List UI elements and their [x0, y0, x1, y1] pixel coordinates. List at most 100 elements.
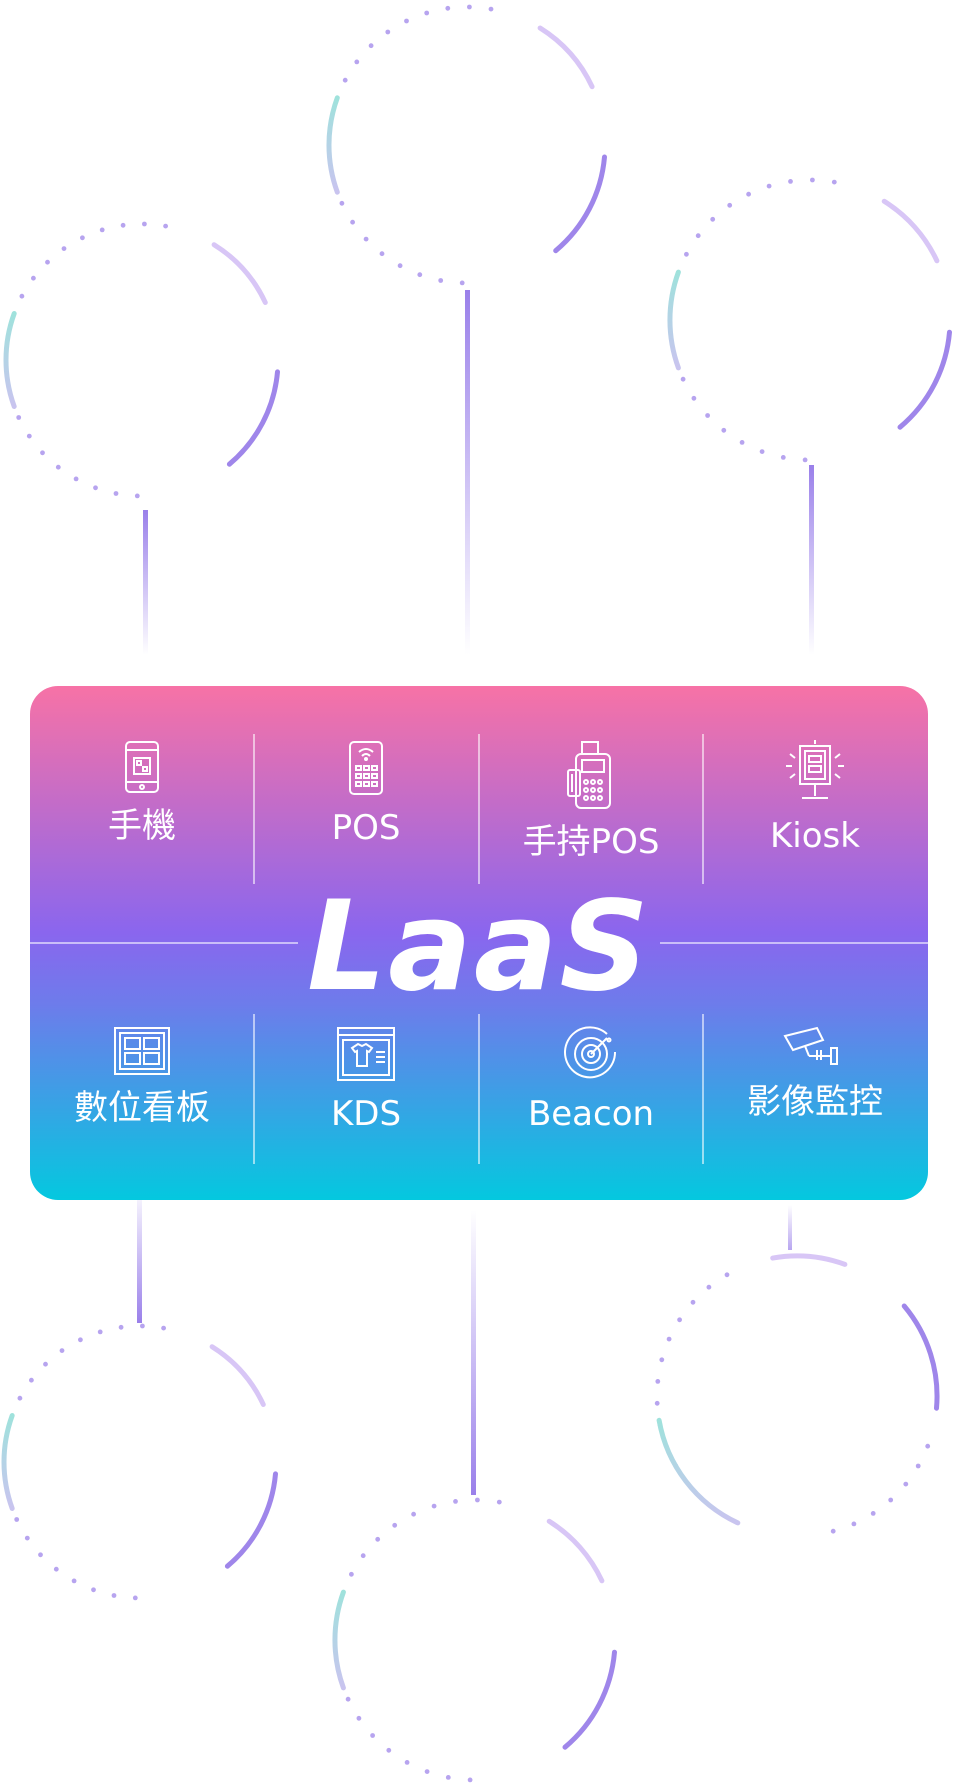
ring-dot — [14, 1517, 20, 1522]
ring-dot — [445, 1775, 451, 1780]
ring-dot — [654, 1400, 660, 1406]
ring-dot — [120, 222, 126, 228]
ring-arc — [3, 311, 17, 409]
ring-dot — [925, 1443, 931, 1449]
device-label: 手持POS — [522, 822, 660, 862]
ring-arc — [562, 1649, 617, 1750]
ring-dot — [691, 395, 697, 401]
ring-dot — [113, 491, 119, 496]
ring-dot — [375, 1536, 381, 1542]
ring-arc — [211, 242, 268, 305]
ring-dot — [810, 177, 815, 183]
ring-dot — [404, 18, 409, 24]
ring-dot — [424, 1769, 430, 1774]
device-digital-signage: 數位看板 — [30, 1026, 254, 1128]
ring-arc — [897, 329, 952, 430]
ring-dot — [397, 263, 403, 269]
ring-dot — [888, 1497, 894, 1503]
connector-lines — [137, 290, 814, 1495]
ring-dot — [655, 1379, 661, 1384]
ring-dot — [360, 1553, 366, 1559]
ring-dot — [475, 1497, 480, 1503]
ring-arc — [332, 1589, 346, 1691]
ring-dot — [349, 1571, 354, 1577]
beacon-radar-icon — [564, 1026, 617, 1079]
ring-dot — [851, 1521, 857, 1527]
ring-dot — [97, 1329, 103, 1335]
connector-line — [143, 510, 148, 655]
ring-dot — [59, 1348, 65, 1353]
ring-arc — [901, 1303, 940, 1411]
ring-dot — [746, 191, 751, 197]
ring-dot — [424, 10, 430, 16]
ring-dot — [363, 236, 369, 242]
ring-dot — [727, 202, 733, 208]
ring-dot — [93, 485, 98, 491]
device-beacon: Beacon — [479, 1026, 703, 1134]
ring-dot — [788, 179, 793, 184]
ring-dot — [24, 1535, 30, 1541]
ring-group — [1, 4, 952, 1783]
ring-dot — [710, 216, 716, 222]
ring-dot — [759, 449, 765, 454]
ring-arc — [881, 198, 940, 264]
ring-dot — [915, 1463, 921, 1469]
ring-dot — [780, 455, 786, 460]
ring-dot — [356, 1715, 362, 1721]
ring-dot — [339, 200, 345, 206]
ring-dot — [118, 1324, 124, 1330]
ring-dot — [385, 29, 391, 35]
digital-signage-icon — [114, 1027, 170, 1075]
pos-terminal-icon — [349, 741, 383, 795]
smartphone-qr-icon — [125, 741, 159, 793]
ring-dot — [666, 1336, 672, 1342]
ring-dot — [705, 413, 710, 418]
panel-background — [30, 686, 928, 1200]
ring-dot — [706, 1284, 712, 1290]
ring-dot — [467, 4, 472, 10]
connector-line — [465, 290, 470, 655]
ring-dot — [61, 246, 67, 252]
device-pos: POS — [254, 740, 478, 848]
device-phone: 手機 — [30, 740, 254, 846]
ring-dot — [26, 433, 32, 439]
ring-dot — [43, 1361, 48, 1367]
ring-dot — [802, 457, 808, 463]
ring-dot — [17, 1395, 23, 1401]
ring-dot — [78, 1337, 83, 1343]
ring-dot — [134, 493, 140, 499]
ring-dot — [724, 1272, 730, 1278]
device-label: 數位看板 — [74, 1088, 210, 1128]
ring-dot — [459, 280, 465, 286]
ring-dot — [368, 43, 374, 49]
connector-line — [137, 1185, 142, 1323]
ring-dot — [695, 233, 701, 239]
ring-dot — [161, 1325, 167, 1331]
device-label: Beacon — [527, 1094, 655, 1134]
ring-arc — [656, 1417, 741, 1526]
ring-arc — [1, 1413, 15, 1511]
connector-line — [471, 1210, 476, 1495]
cctv-camera-icon — [783, 1026, 838, 1065]
ring-arc — [546, 1518, 605, 1584]
ring-dot — [386, 1747, 392, 1753]
ring-arc — [226, 369, 280, 467]
device-cctv: 影像監控 — [703, 1026, 927, 1122]
ring-dot — [99, 227, 105, 233]
ring-dot — [80, 235, 85, 241]
ring-dot — [350, 219, 355, 225]
ring-dot — [31, 275, 36, 281]
ring-dot — [690, 1299, 696, 1305]
ring-dot — [830, 1528, 836, 1534]
ring-dot — [870, 1511, 876, 1516]
ring-dot — [445, 5, 451, 11]
device-label: 手機 — [108, 806, 176, 846]
ring-dot — [467, 1777, 473, 1783]
ring-dot — [379, 251, 385, 257]
ring-dot — [45, 259, 50, 265]
ring-arc — [667, 269, 681, 371]
ring-dot — [739, 440, 745, 445]
ring-dot — [16, 415, 22, 420]
ring-dot — [684, 251, 689, 257]
